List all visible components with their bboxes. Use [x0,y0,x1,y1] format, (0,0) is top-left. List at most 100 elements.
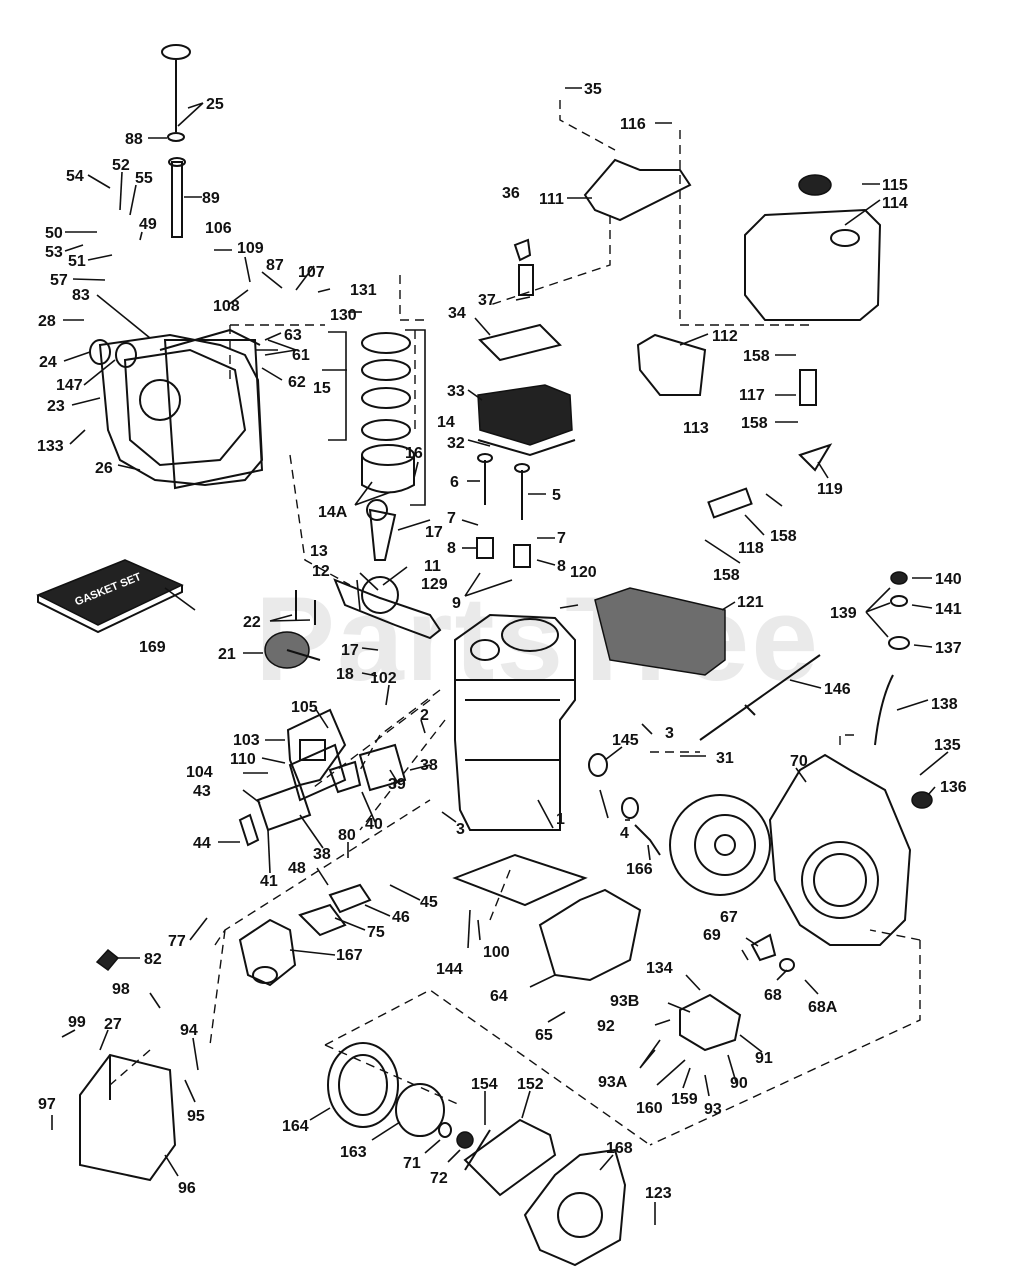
part-label: 131 [350,282,377,299]
part-label: 1 [556,811,565,828]
part-label: 109 [237,240,264,257]
part-label: 64 [490,988,508,1005]
part-label: 4 [620,825,629,842]
part-label: 90 [730,1075,748,1092]
part-label: 97 [38,1096,56,1113]
part-label: 40 [365,816,383,833]
part-label: 7 [557,530,566,547]
part-label: 72 [430,1170,448,1187]
part-label: 67 [720,909,738,926]
part-label: 51 [68,253,86,270]
part-label: 53 [45,244,63,261]
part-label: 14 [437,414,455,431]
part-label: 139 [830,605,857,622]
part-label: 129 [421,576,448,593]
part-label: 89 [202,190,220,207]
assembly-lines [109,100,921,1146]
part-label: 168 [606,1140,633,1157]
part-label: 95 [187,1108,205,1125]
part-callouts: 1 2 3 3 4 5 6 7 7 8 8 9 11 12 13 14 14A … [37,81,967,1202]
part-label: 121 [737,594,764,611]
part-label: 94 [180,1022,198,1039]
part-label: 32 [447,435,465,452]
part-label: 91 [755,1050,773,1067]
part-label: 52 [112,157,130,174]
part-label: 54 [66,168,84,185]
part-label: 107 [298,264,325,281]
part-label: 18 [336,666,354,683]
part-label: 68 [764,987,782,1004]
part-label: 65 [535,1027,553,1044]
part-label: 14A [318,504,348,521]
part-label: 105 [291,699,318,716]
parts-art: GASKET SET [36,44,933,1267]
part-label: 9 [452,595,461,612]
part-label: 43 [193,783,211,800]
part-label: 135 [934,737,961,754]
part-label: 83 [72,287,90,304]
part-label: 113 [683,420,709,437]
part-label: 102 [370,670,397,687]
part-label: 117 [739,387,765,404]
part-label: 23 [47,398,65,415]
part-label: 158 [770,528,797,545]
part-label: 17 [341,642,359,659]
part-label: 130 [330,307,357,324]
part-label: 75 [367,924,385,941]
part-label: 63 [284,327,302,344]
part-label: 62 [288,374,306,391]
part-label: 33 [447,383,465,400]
part-label: 39 [388,776,406,793]
part-label: 8 [447,540,456,557]
part-label: 93A [598,1074,628,1091]
part-label: 35 [584,81,602,98]
part-label: 17 [425,524,443,541]
part-label: 111 [539,191,564,208]
part-label: 38 [313,846,331,863]
part-label: 11 [424,558,441,575]
part-label: 144 [436,961,463,978]
part-label: 136 [940,779,967,796]
part-label: 98 [112,981,130,998]
part-label: 158 [741,415,768,432]
part-label: 6 [450,474,459,491]
part-label: 169 [139,639,166,656]
part-label: 146 [824,681,851,698]
part-label: 167 [336,947,363,964]
part-label: 3 [456,821,465,838]
part-label: 114 [882,195,908,212]
part-label: 93B [610,993,639,1010]
part-label: 103 [233,732,260,749]
part-label: 134 [646,960,673,977]
part-label: 25 [206,96,224,113]
part-label: 133 [37,438,64,455]
part-label: 80 [338,827,356,844]
part-label: 44 [193,835,211,852]
part-label: 93 [704,1101,722,1118]
part-label: 119 [817,481,843,498]
part-label: 115 [882,177,908,194]
part-label: 99 [68,1014,86,1031]
part-label: 34 [448,305,466,322]
part-label: 16 [405,445,423,462]
part-label: 70 [790,753,808,770]
part-label: 31 [716,750,734,767]
part-label: 46 [392,909,410,926]
part-label: 69 [703,927,721,944]
part-label: 21 [218,646,236,663]
part-label: 112 [712,328,738,345]
part-label: 159 [671,1091,698,1108]
part-label: 27 [104,1016,122,1033]
part-label: 12 [312,563,330,580]
part-label: 71 [403,1155,421,1172]
part-label: 2 [420,707,429,724]
part-label: 147 [56,377,83,394]
part-label: 158 [743,348,770,365]
part-label: 28 [38,313,56,330]
part-label: 22 [243,614,261,631]
part-label: 24 [39,354,57,371]
part-label: 45 [420,894,438,911]
part-label: 138 [931,696,958,713]
part-label: 160 [636,1100,663,1117]
part-label: 37 [478,292,496,309]
